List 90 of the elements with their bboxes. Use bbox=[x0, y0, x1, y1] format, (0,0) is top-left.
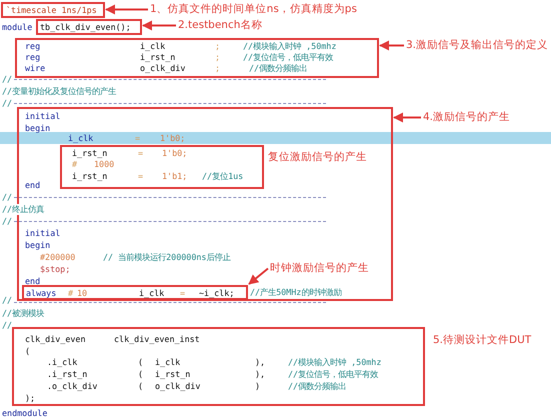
code-text: o_clk_div bbox=[140, 63, 186, 74]
code-text: clk_div_even bbox=[25, 334, 86, 345]
code-text: tb_clk_div_even(); bbox=[40, 22, 131, 33]
code-comment: //产生50MHz的时钟激励 bbox=[250, 287, 342, 298]
code-text: ; bbox=[215, 52, 220, 63]
code-text: .i_rst_n bbox=[47, 369, 88, 380]
code-text: i_clk bbox=[155, 357, 180, 368]
code-text: end bbox=[25, 180, 40, 191]
code-text: ; bbox=[215, 41, 220, 52]
arrow bbox=[248, 268, 269, 285]
code-text: always bbox=[26, 288, 56, 299]
code-text: 1'b1; bbox=[162, 171, 188, 182]
code-text: initial bbox=[25, 228, 60, 239]
code-text: 1'b0; bbox=[162, 148, 188, 159]
code-text: clk_div_even_inst bbox=[114, 334, 200, 345]
highlight-frame bbox=[60, 145, 264, 189]
annotation-text: 复位激励信号的产生 bbox=[268, 150, 367, 165]
code-comment: // 当前模块运行200000ns后停止 bbox=[103, 252, 230, 263]
code-text: i_rst_n bbox=[72, 171, 108, 182]
code-comment: //终止仿真 bbox=[2, 204, 44, 215]
code-comment: // bbox=[2, 192, 12, 203]
code-text: = bbox=[180, 288, 186, 299]
code-text: = bbox=[138, 148, 144, 159]
code-text: `timescale 1ns/1ps bbox=[6, 5, 97, 16]
code-text: ) bbox=[255, 381, 260, 392]
code-text: ), bbox=[255, 357, 266, 368]
annotation-text: 4.激励信号的产生 bbox=[423, 110, 510, 125]
code-text: # bbox=[72, 159, 78, 170]
code-text: .o_clk_div bbox=[47, 381, 98, 392]
code-text: 1'b0; bbox=[160, 133, 186, 144]
highlight-frame bbox=[15, 38, 379, 78]
code-text: initial bbox=[25, 111, 60, 122]
annotation-text: 5.待测设计文件DUT bbox=[433, 333, 532, 348]
code-comment: //变量初始化及复位信号的产生 bbox=[2, 86, 116, 97]
code-text: i_clk bbox=[139, 288, 164, 299]
code-text: i_rst_n bbox=[72, 148, 108, 159]
code-text: ( bbox=[25, 346, 30, 357]
code-comment: // bbox=[2, 295, 12, 306]
code-text: i_rst_n bbox=[155, 369, 190, 380]
code-comment: //被测模块 bbox=[2, 308, 44, 319]
code-text: o_clk_div bbox=[155, 381, 200, 392]
code-text: ), bbox=[255, 369, 266, 380]
code-text: 10 bbox=[77, 288, 88, 299]
highlight-frame bbox=[1, 2, 105, 18]
code-comment: //复位信号，低电平有效 bbox=[288, 369, 378, 380]
code-text: ); bbox=[25, 393, 36, 404]
code-text: i_clk bbox=[68, 133, 94, 144]
code-text: module bbox=[2, 22, 32, 33]
code-comment: //偶数分频输出 bbox=[288, 381, 346, 392]
code-text: begin bbox=[25, 240, 50, 251]
code-comment: //模块输入时钟 ,50mhz bbox=[243, 41, 336, 52]
code-comment: // bbox=[2, 74, 12, 85]
code-text: .i_clk bbox=[47, 357, 78, 368]
code-text: endmodule bbox=[2, 408, 48, 419]
code-comment: // bbox=[2, 320, 12, 331]
code-text: ~i_clk; bbox=[199, 288, 234, 299]
code-text: end bbox=[25, 276, 40, 287]
highlight-frame bbox=[36, 19, 142, 35]
annotation-text: 1、仿真文件的时间单位ns，仿真精度为ps bbox=[150, 2, 357, 17]
code-text: ( bbox=[138, 357, 144, 368]
code-text: 1000 bbox=[94, 159, 114, 170]
code-text: i_clk bbox=[140, 41, 166, 52]
code-text: i_rst_n bbox=[140, 52, 176, 63]
arrow bbox=[105, 4, 148, 14]
code-comment: //模块输入时钟 ,50mhz bbox=[288, 357, 382, 368]
code-text: # bbox=[68, 288, 74, 299]
code-comment: //偶数分频输出 bbox=[249, 63, 308, 74]
code-comment: //复位1us bbox=[202, 171, 244, 182]
code-text: wire bbox=[25, 63, 46, 74]
code-text: $stop; bbox=[40, 264, 70, 275]
code-comment: //复位信号，低电平有效 bbox=[243, 52, 334, 63]
arrow bbox=[142, 20, 176, 30]
code-text: = bbox=[135, 133, 140, 144]
highlight-frame bbox=[22, 285, 248, 300]
code-comment: // bbox=[2, 98, 12, 109]
code-text: begin bbox=[25, 123, 50, 134]
code-text: ; bbox=[215, 63, 220, 74]
arrow bbox=[379, 40, 404, 50]
annotation-text: 3.激励信号及输出信号的定义 bbox=[406, 38, 548, 53]
code-text: ( bbox=[138, 381, 144, 392]
arrow bbox=[393, 112, 421, 122]
code-text: ( bbox=[138, 369, 144, 380]
annotation-text: 时钟激励信号的产生 bbox=[270, 261, 369, 276]
code-text: reg bbox=[25, 52, 40, 63]
highlight-frame bbox=[12, 327, 425, 406]
code-text: = bbox=[138, 171, 144, 182]
annotation-text: 2.testbench名称 bbox=[178, 18, 262, 33]
code-text: reg bbox=[25, 41, 40, 52]
code-comment: // bbox=[2, 216, 12, 227]
code-text: #200000 bbox=[40, 252, 76, 263]
